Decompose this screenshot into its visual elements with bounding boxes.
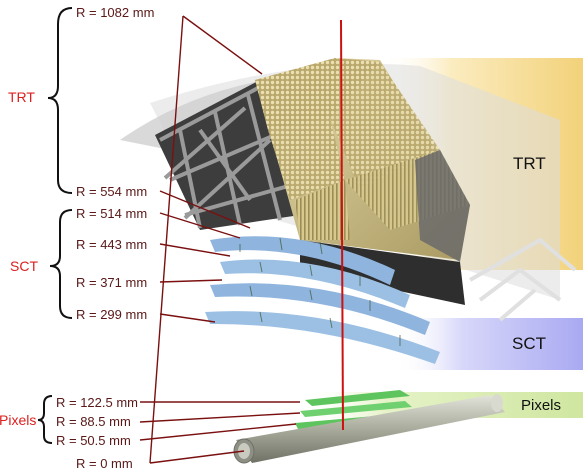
region-label-sct: SCT [512,334,546,353]
pixels-brace [37,395,53,444]
radius-label-sct-4: R = 514 mm [76,206,147,221]
radius-label-sct-3: R = 443 mm [76,237,147,252]
sct-brace [49,209,73,319]
sct-layers [205,236,440,364]
region-label-pixels: Pixels [521,397,561,414]
group-label-sct: SCT [10,258,38,274]
braces [37,7,73,444]
group-label-trt: TRT [8,89,35,105]
trt-barrel [255,58,470,305]
trt-frame [155,80,300,230]
radius-label-trt-inner: R = 554 mm [76,184,147,199]
radius-label-pix-1: R = 50.5 mm [56,433,131,448]
radius-label-sct-2: R = 371 mm [76,275,147,290]
radius-label-beam: R = 0 mm [76,456,133,471]
radius-label-pix-2: R = 88.5 mm [56,414,131,429]
region-label-trt: TRT [513,154,546,173]
leader-lines [139,15,301,464]
group-label-pixels: Pixels [0,412,36,428]
radius-reference-line [340,19,344,431]
radius-label-pix-3: R = 122.5 mm [56,395,138,410]
support-ribs [469,237,577,322]
trt-brace [47,7,73,194]
radius-label-sct-1: R = 299 mm [76,307,147,322]
radius-label-trt-outer: R = 1082 mm [76,5,154,20]
